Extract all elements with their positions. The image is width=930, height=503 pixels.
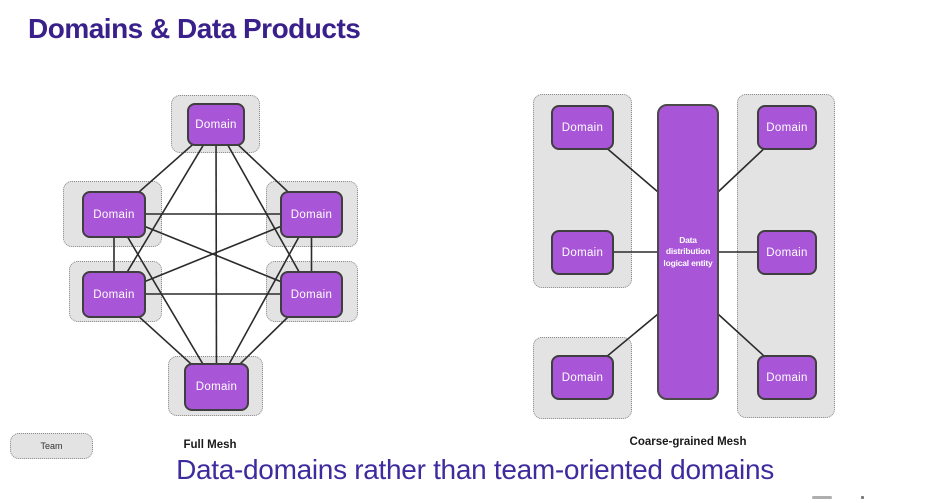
mesh-edge bbox=[215, 123, 218, 388]
full-mesh-caption: Full Mesh bbox=[183, 439, 237, 451]
domain-node: Domain bbox=[757, 355, 817, 400]
data-distribution-hub: Data distribution logical entity bbox=[657, 104, 719, 400]
domain-node: Domain bbox=[187, 103, 245, 146]
domain-node: Domain bbox=[82, 271, 146, 318]
cropped-watermark bbox=[812, 496, 832, 499]
domain-node: Domain bbox=[757, 105, 817, 150]
team-legend: Team bbox=[10, 433, 93, 459]
coarse-mesh-caption: Coarse-grained Mesh bbox=[629, 436, 747, 448]
domain-node: Domain bbox=[280, 191, 343, 238]
domain-node: Domain bbox=[82, 191, 146, 238]
domain-node: Domain bbox=[280, 271, 343, 318]
domain-node: Domain bbox=[757, 230, 817, 275]
domain-node: Domain bbox=[551, 230, 614, 275]
cropped-watermark bbox=[861, 496, 864, 499]
domain-node: Domain bbox=[551, 355, 614, 400]
page-title: Domains & Data Products bbox=[28, 13, 361, 44]
domain-node: Domain bbox=[551, 105, 614, 150]
team-legend-label: Team bbox=[40, 441, 63, 451]
domain-node: Domain bbox=[184, 363, 249, 411]
slide-caption: Data-domains rather than team-oriented d… bbox=[176, 454, 774, 485]
